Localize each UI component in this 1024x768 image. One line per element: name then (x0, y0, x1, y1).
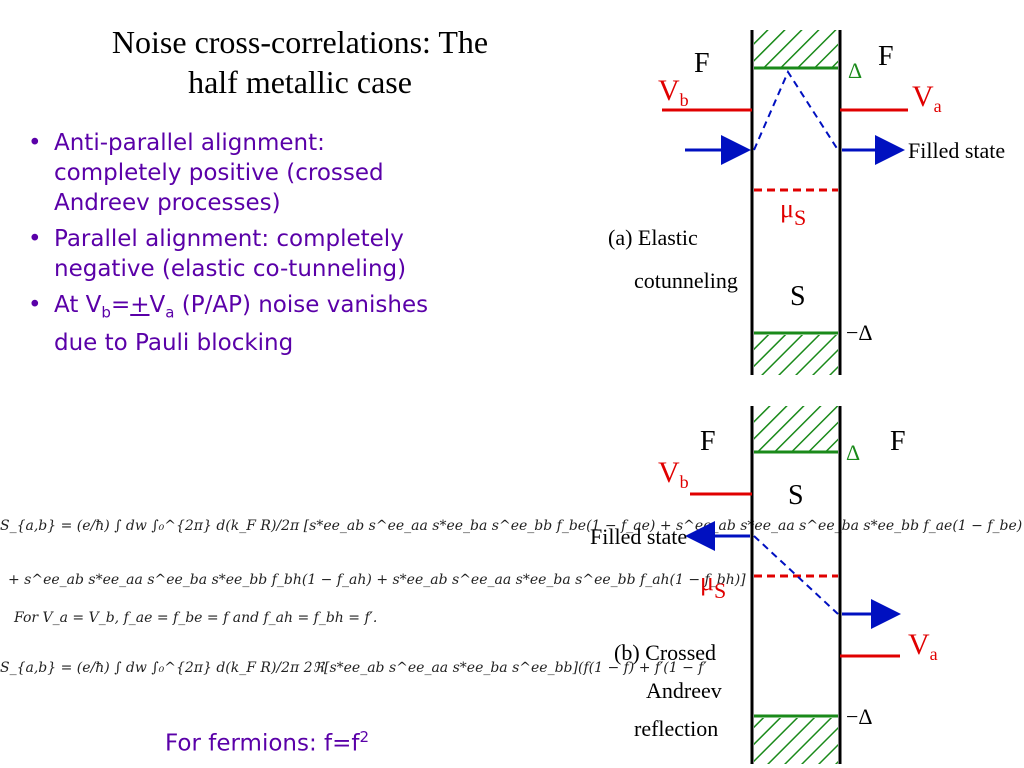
upper-gap-hatch (754, 406, 838, 452)
va-subscript: a (930, 644, 938, 664)
label-va: Va (912, 80, 942, 116)
label-va: Va (908, 628, 938, 664)
subscript-a: a (165, 303, 175, 322)
mu-subscript: S (714, 578, 726, 603)
label-vb: Vb (658, 456, 689, 492)
label-f-left: F (694, 48, 710, 79)
bullet-fragment: = (110, 292, 131, 318)
bullet-dot: • (28, 130, 42, 156)
bullet-line: At Vb=+Va (P/AP) noise vanishes (54, 290, 568, 328)
va-letter: V (912, 80, 934, 113)
label-vb: Vb (658, 74, 689, 110)
equation-line-1: S_{a,b} = (e/ħ) ∫ dw ∫₀^{2π} d(k_F R)/2π… (0, 518, 1023, 534)
bullet-pauli: • At Vb=+Va (P/AP) noise vanishes due to… (28, 290, 568, 358)
label-minus-delta: −Δ (846, 320, 873, 345)
mu-letter: μ (780, 194, 794, 223)
lower-gap-hatch (754, 718, 838, 764)
vb-letter: V (658, 74, 680, 107)
caption-line-2: Andreev (646, 678, 722, 703)
slide-title: Noise cross-correlations: The half metal… (20, 22, 580, 102)
bullet-line: Parallel alignment: completely (54, 226, 404, 252)
label-s: S (788, 480, 804, 511)
vb-subscript: b (680, 472, 689, 492)
bullet-line: Andreev processes) (54, 190, 281, 216)
va-subscript: a (934, 96, 942, 116)
label-f-right: F (890, 426, 906, 457)
equation-line-3: For V_a = V_b, f_ae = f_be = f and f_ah … (14, 610, 378, 626)
bullet-fragment: (P/AP) noise vanishes (174, 292, 429, 318)
mu-letter: μ (700, 567, 714, 596)
label-f-right: F (878, 41, 894, 72)
caption-line-2: cotunneling (634, 268, 738, 293)
bullet-line: completely positive (crossed (54, 160, 384, 186)
label-minus-delta: −Δ (846, 704, 873, 729)
label-mu: μS (780, 194, 806, 230)
bullet-line: Anti-parallel alignment: (54, 130, 325, 156)
bullet-anti-parallel: • Anti-parallel alignment: completely po… (28, 128, 568, 218)
label-s: S (790, 281, 806, 312)
tunneling-path (753, 69, 839, 151)
bullet-list: • Anti-parallel alignment: completely po… (28, 128, 568, 364)
label-mu: μS (700, 567, 726, 603)
upper-gap-hatch (754, 30, 838, 68)
mu-subscript: S (794, 205, 806, 230)
bullet-line: negative (elastic co-tunneling) (54, 256, 407, 282)
vb-subscript: b (680, 90, 689, 110)
plus-minus-sign: + (130, 292, 150, 318)
caption-line-1: (a) Elastic (608, 225, 698, 250)
vb-letter: V (658, 456, 680, 489)
label-delta: Δ (846, 440, 860, 465)
footer-note: For fermions: f=f2 (165, 728, 369, 757)
label-f-left: F (700, 426, 716, 457)
footer-text: For fermions: f=f (165, 730, 360, 757)
label-delta: Δ (848, 58, 862, 83)
caption-line-3: reflection (634, 716, 718, 741)
bullet-fragment: At V (54, 292, 102, 318)
bullet-fragment: V (149, 292, 166, 318)
equation-line-4: S_{a,b} = (e/ħ) ∫ dw ∫₀^{2π} d(k_F R)/2π… (0, 660, 707, 676)
bullet-dot: • (28, 226, 42, 252)
crossed-andreev-diagram: F F Δ Vb S Filled state μS Va −Δ (b) Cro… (590, 406, 938, 764)
elastic-cotunneling-diagram: F F Δ Vb Va Filled state μS S −Δ (a) Ela… (608, 30, 1005, 375)
title-line-2: half metallic case (188, 64, 412, 100)
title-line-1: Noise cross-correlations: The (111, 24, 489, 60)
va-letter: V (908, 628, 930, 661)
bullet-line: due to Pauli blocking (54, 329, 294, 356)
equation-line-2: + s^ee_ab s*ee_aa s^ee_ba s*ee_bb f_bh(1… (8, 572, 746, 588)
subscript-b: b (101, 303, 111, 322)
footer-superscript: 2 (359, 728, 370, 746)
lower-gap-hatch (754, 335, 838, 375)
bullet-dot: • (28, 292, 42, 318)
bullet-parallel: • Parallel alignment: completely negativ… (28, 224, 568, 284)
label-filled-state: Filled state (908, 138, 1005, 163)
label-filled-state: Filled state (590, 524, 687, 549)
caption-line-1: (b) Crossed (614, 640, 716, 665)
